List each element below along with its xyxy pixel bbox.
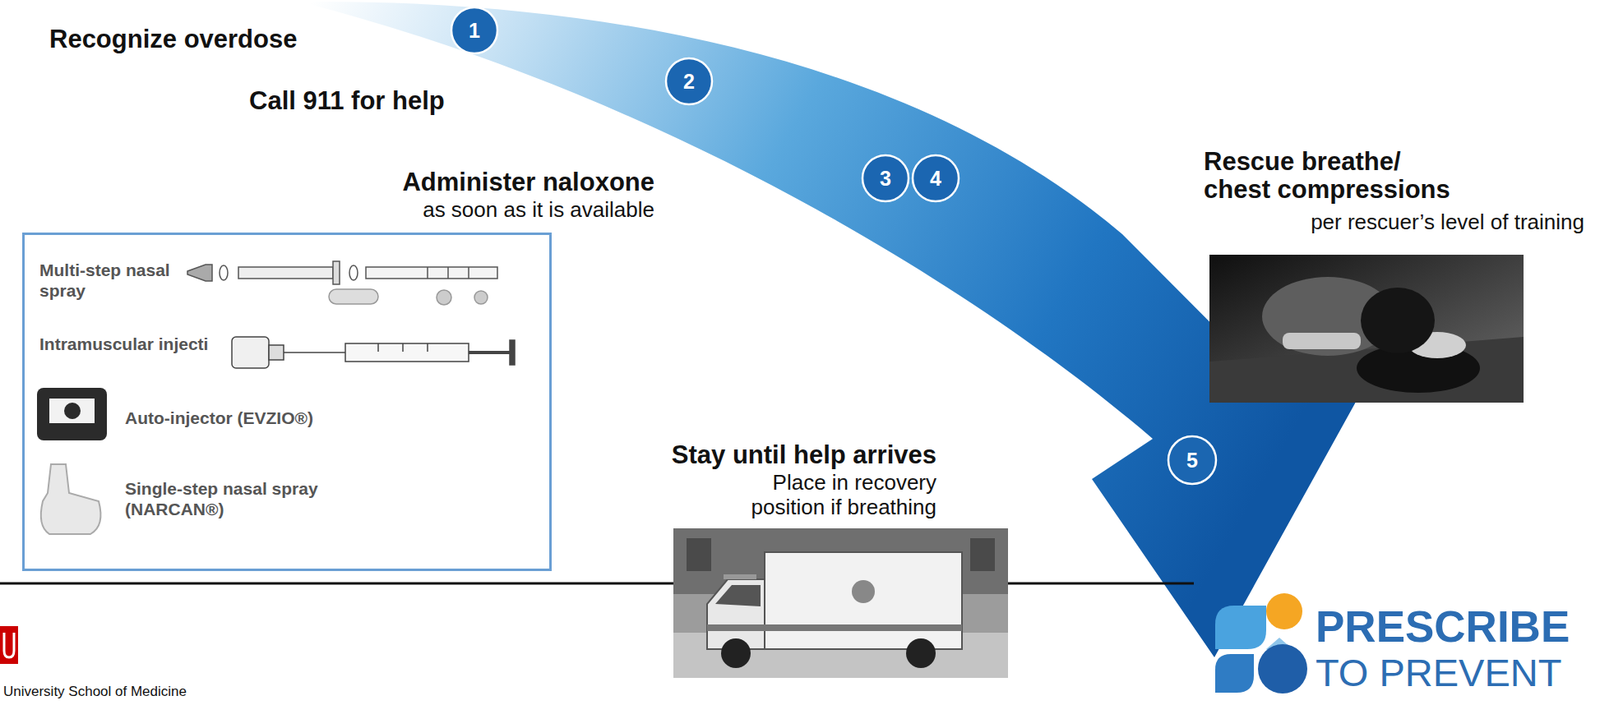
injector-button [64, 402, 81, 420]
multi-step-nasal-kit [187, 261, 498, 306]
light-bar [723, 574, 757, 580]
divider-line [0, 582, 1194, 586]
school-logo-u [4, 633, 14, 658]
device-name: Auto-injector (EVZIO®) [124, 407, 389, 429]
device-name: Multi-step nasal spray [39, 259, 181, 301]
step-number: 3 [860, 153, 911, 204]
logo-circle [1257, 644, 1308, 694]
capsule [328, 289, 379, 305]
syringe-kit [231, 337, 515, 369]
logo-leaf [1215, 654, 1254, 694]
callout-number: 2 [664, 56, 714, 107]
window [686, 538, 712, 572]
school-logo [0, 626, 19, 665]
plunger [468, 351, 510, 355]
vial [231, 337, 269, 369]
callout-number: 5 [1166, 434, 1218, 486]
logo-text: TO PREVENT [1315, 653, 1562, 693]
step-number: 5 [1166, 434, 1218, 486]
logo-mark [1215, 593, 1308, 694]
step-number: 1 [449, 5, 500, 56]
callout-number: 3 [860, 153, 911, 204]
rescuer-arm [1282, 332, 1361, 350]
nasal-spray-icon [41, 464, 102, 535]
step-note: Place in recovery position if breathing [730, 471, 937, 521]
step-note: as soon as it is available [422, 198, 655, 223]
step-number: 2 [664, 56, 714, 107]
logo-leaf [1215, 605, 1267, 650]
photo-ground [1209, 254, 1524, 403]
disc [436, 290, 452, 306]
needle [283, 351, 346, 354]
ambulance-photo [673, 528, 1009, 679]
window [970, 538, 995, 572]
atomizer [187, 264, 213, 282]
logo-dot [1266, 593, 1303, 630]
tick [377, 343, 380, 352]
logo-text: PRESCRIBE [1315, 605, 1570, 649]
plunger-end [509, 340, 515, 366]
wheel [906, 638, 936, 669]
ambulance-box [764, 552, 962, 650]
auto-injector-icon [36, 388, 107, 441]
rescue-photo [1209, 254, 1524, 403]
injector-body [36, 388, 107, 441]
tick [467, 267, 470, 279]
vial-cap [268, 345, 284, 361]
step-title: Call 911 for help [249, 86, 445, 116]
device-name: Intramuscular injecti [39, 333, 231, 355]
emblem [851, 580, 875, 604]
vial [365, 267, 498, 279]
step-number: 4 [910, 153, 961, 204]
school-logo-square [0, 626, 19, 665]
photo-ground [673, 528, 1009, 679]
rescuer-hair [1360, 287, 1435, 354]
windshield [715, 585, 761, 607]
step-note: per rescuer’s level of training [1310, 210, 1585, 236]
flange [332, 261, 340, 285]
wheel [721, 638, 751, 669]
device-name: Single-step nasal spray (NARCAN®) [124, 478, 343, 520]
step-title: Stay until help arrives [671, 440, 937, 471]
barrel [238, 267, 333, 279]
step-title: Rescue breathe/ chest compressions [1203, 147, 1463, 204]
tick [426, 343, 429, 352]
tick [426, 267, 429, 279]
callout-number: 1 [449, 5, 500, 56]
school-name: University School of Medicine [3, 684, 187, 701]
barrel [345, 343, 469, 362]
tick [447, 267, 449, 279]
callout-number: 4 [910, 153, 961, 204]
injector-panel [49, 398, 95, 424]
step-title: Recognize overdose [49, 24, 297, 55]
stripe [707, 624, 962, 632]
ring [219, 265, 228, 281]
tick [402, 343, 404, 352]
disc [474, 291, 488, 305]
step-title: Administer naloxone [402, 167, 655, 198]
naloxone-options-box: Multi-step nasal sprayIntramuscular inje… [22, 232, 552, 572]
cap-ring [349, 265, 358, 281]
